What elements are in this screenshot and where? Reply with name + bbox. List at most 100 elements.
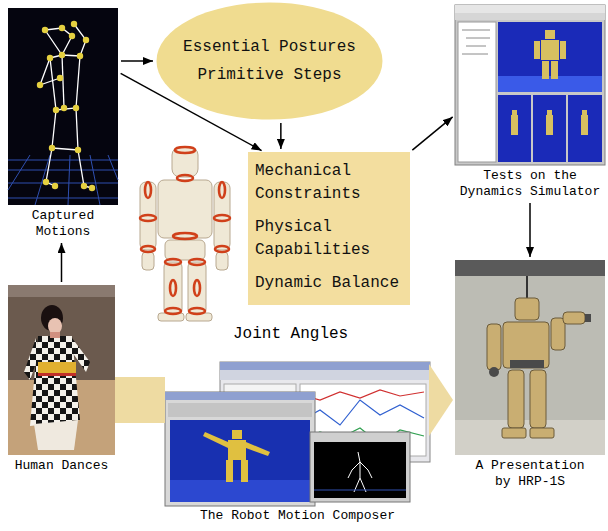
composer-screenshot-part: [314, 442, 406, 498]
robot-joint-figure-part-part: [172, 147, 198, 177]
simulator-screenshot-part-part: [545, 30, 555, 39]
robot-joint-figure-part-part: [214, 182, 230, 250]
composer-screenshot-part: [170, 480, 310, 502]
robot-photo-part-part: [508, 370, 524, 428]
ellipse-label: Primitive Steps: [197, 63, 341, 87]
robot-photo-part: [455, 260, 605, 276]
simulator-screenshot: [455, 5, 605, 165]
robot-joint-figure-part-part: [194, 280, 200, 296]
simulator-screenshot-part: [498, 76, 602, 92]
simulator-screenshot-part-part: [534, 41, 540, 59]
simulator-screenshot-part-part: [581, 115, 588, 135]
simulator-screenshot-part: [455, 5, 605, 13]
dancer-photo-part: [30, 336, 80, 426]
flow-band: [115, 377, 165, 423]
simulator-screenshot-part-part: [546, 115, 553, 135]
simulator-screenshot-part-part: [582, 110, 587, 115]
robot-photo-part-part: [530, 428, 554, 438]
simulator-screenshot-part-part: [466, 46, 486, 47]
composer-screenshot: [165, 362, 430, 506]
mocap-picture-part-part: [71, 21, 77, 27]
robot-joint-figure-part-part: [214, 215, 230, 221]
arrow-connector: [61, 243, 63, 282]
composer-screenshot-part: [302, 400, 424, 425]
robot-joint-figure-part: [140, 147, 230, 321]
dancer-photo-part: [34, 420, 78, 450]
robot-photo-part-part: [489, 367, 499, 377]
robot-joint-figure-part-part: [219, 182, 225, 198]
robot-joint-figure-part-part: [215, 246, 229, 252]
composer-screenshot-part-part: [354, 462, 360, 492]
picture-frame: [165, 362, 430, 506]
mocap-picture-part-part: [35, 155, 50, 205]
mocap-picture-part: [40, 24, 92, 188]
robot-photo-part: [455, 260, 605, 455]
mocap-picture-part-part: [53, 107, 59, 113]
simulator-screenshot-part: [498, 95, 531, 162]
robot-photo-part-part: [585, 314, 591, 322]
robot-photo-part-part: [487, 324, 501, 370]
picture-frame: [455, 5, 605, 165]
robot-joint-figure-part-part: [165, 259, 181, 265]
arrow-connector: [529, 203, 531, 257]
robot-photo-part: [489, 314, 591, 377]
mocap-picture-part-part: [8, 183, 118, 184]
constraint-text: Dynamic Balance: [255, 272, 403, 295]
simulator-image-node: Tests on the Dynamics Simulator: [455, 5, 605, 200]
simulator-screenshot-part-part: [547, 110, 552, 115]
simulator-screenshot-part-part: [542, 61, 549, 79]
constraint-text: Mechanical Constraints: [255, 160, 403, 206]
simulator-screenshot-part: [568, 95, 602, 162]
mocap-picture-part-part: [47, 55, 53, 61]
composer-screenshot-part-part: [314, 490, 406, 491]
joint-figure-node: Joint Angles: [128, 142, 245, 344]
caption: Joint Angles: [233, 324, 348, 344]
robot-joint-figure-part-part: [175, 147, 195, 153]
robot-photo-part-part: [503, 322, 549, 368]
mocap-picture-part-part: [89, 185, 95, 191]
picture-frame: [455, 260, 605, 455]
composer-screenshot-part-part: [246, 442, 270, 456]
robot-joint-figure-part-part: [165, 308, 181, 314]
robot-joint-figure-part-part: [142, 252, 154, 270]
composer-screenshot-part-part: [228, 440, 246, 460]
mocap-picture-part-part: [75, 147, 81, 153]
composer-screenshot-part-part: [360, 462, 372, 478]
arrow-connector: [412, 117, 452, 150]
dancer-photo-part: [48, 318, 62, 334]
mocap-picture-part-part: [83, 37, 89, 43]
simulator-screenshot-part-part: [462, 30, 490, 31]
mocap-picture-part-part: [68, 155, 70, 205]
composer-screenshot-part: [310, 432, 410, 502]
composer-screenshot-part: [220, 370, 430, 380]
simulator-screenshot-part-part: [541, 40, 559, 60]
mocap-picture-part-part: [59, 25, 65, 31]
robot-joint-figure: [140, 147, 230, 321]
mocap-picture-part-part: [43, 179, 49, 185]
dancer-photo-part: [38, 362, 76, 373]
composer-screenshot-part: [170, 420, 310, 502]
dancer-photo-part: [50, 332, 60, 338]
mocap-picture-part-part: [52, 183, 58, 189]
dancer-photo-part: [38, 373, 76, 376]
robot-joint-figure-part-part: [165, 240, 205, 260]
mocap-picture-part-part: [61, 105, 67, 111]
composer-screenshot-part: [203, 430, 270, 482]
mocap-picture-part-part: [8, 198, 118, 199]
ellipse-outline: [157, 3, 383, 120]
robot-photo-part-part: [510, 360, 544, 368]
ellipse-shape: [156, 2, 383, 120]
robot-photo-part-part: [515, 298, 539, 320]
dance-photo-node: Human Dances: [8, 285, 115, 474]
robot-joint-figure-part-part: [189, 259, 205, 265]
mocap-picture-part-part: [8, 155, 30, 190]
mocap-picture-part-part: [59, 52, 65, 58]
simulator-screenshot-part: [458, 22, 496, 162]
mocap-picture-part-part: [8, 160, 118, 161]
robot-joint-figure-part-part: [158, 180, 212, 238]
composer-screenshot-part-part: [232, 430, 242, 439]
composer-screenshot-part-part: [203, 432, 228, 448]
composer-screenshot-part: [165, 392, 315, 506]
thick-flow-arrow: [429, 364, 453, 436]
mocap-picture-part-part: [73, 105, 79, 111]
